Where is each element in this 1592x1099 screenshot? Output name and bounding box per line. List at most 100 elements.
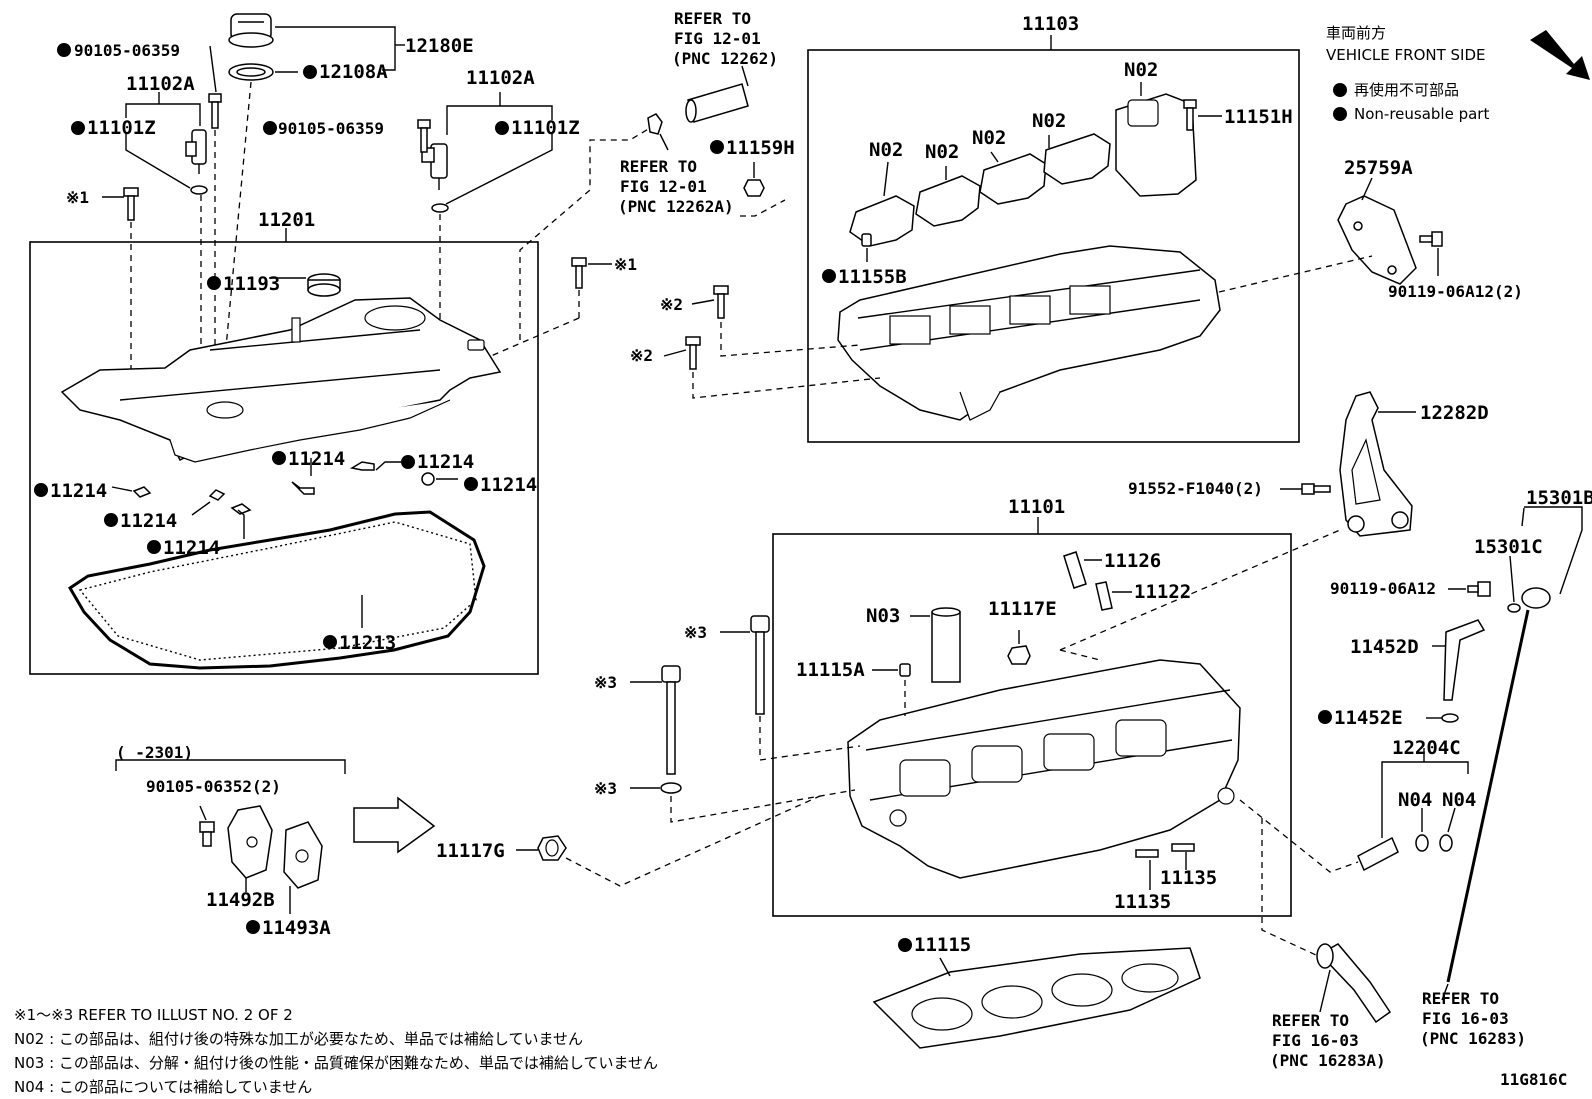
group-box-11103	[807, 49, 1300, 443]
label-refer-16283-c: (PNC 16283)	[1420, 1029, 1526, 1048]
o-ring-11452E	[1441, 713, 1459, 723]
oil-filler-cap	[228, 13, 274, 48]
head-cover-gasket	[67, 510, 486, 670]
label-ref3-short: ※3	[594, 673, 617, 692]
label-ref3-tall: ※3	[684, 623, 707, 642]
label-11117E: 11117E	[988, 598, 1057, 620]
label-90119-06A12-2: 90119-06A12(2)	[1388, 282, 1523, 301]
head-gasket-11115	[872, 947, 1201, 1049]
nonreusable-markers	[34, 43, 1332, 952]
front-direction-arrow-icon	[1530, 30, 1590, 80]
label-11155B: 11155B	[838, 266, 907, 288]
bolt-91552-F1040	[1301, 483, 1331, 495]
pipe-11122	[1095, 581, 1113, 611]
group-box-11201	[29, 241, 539, 675]
label-15301C: 15301C	[1474, 536, 1543, 558]
label-ref1-right: ※1	[614, 255, 637, 274]
cam-position-sensor-left	[185, 129, 207, 174]
footnote-n04: N04 : この部品については補給していません	[14, 1078, 312, 1096]
bolt-ref2-top	[713, 285, 729, 319]
footnote-n02: N02 : この部品は、組付け後の特殊な加工が必要なため、単品では補給していませ…	[14, 1030, 583, 1048]
label-11115: 11115	[914, 934, 971, 956]
label-11159H: 11159H	[726, 137, 795, 159]
label-refer-12262-b: FIG 12-01	[674, 29, 761, 48]
label-diagram-id: 11G816C	[1500, 1070, 1567, 1089]
label-25759A: 25759A	[1344, 157, 1413, 179]
bolt-90119-06A12-2	[1419, 231, 1443, 247]
label-11101: 11101	[1008, 496, 1065, 518]
bolt-90105-06352	[199, 821, 215, 847]
pipe-11126	[1063, 551, 1087, 589]
label-11102A-right: 11102A	[466, 67, 535, 89]
sleeve-N03	[931, 607, 961, 683]
bracket-25759A	[1337, 195, 1417, 285]
camshaft-housing	[837, 245, 1221, 421]
cylinder-head	[847, 659, 1241, 879]
label-refer-16283A-a: REFER TO	[1272, 1011, 1349, 1030]
label-ref2-bottom: ※2	[630, 346, 653, 365]
arrow-right-icon	[353, 796, 436, 854]
label-N02-c: N02	[972, 127, 1006, 149]
cylinder-head-cover	[60, 297, 502, 463]
label-91552-F1040: 91552-F1040(2)	[1128, 479, 1263, 498]
label-ref3-washer: ※3	[594, 779, 617, 798]
label-11493A: 11493A	[262, 917, 331, 939]
hose-clip-12262A	[647, 113, 663, 135]
footnote-n03: N03 : この部品は、分解・組付け後の性能・品質確保が困難なため、単品では補給…	[14, 1054, 658, 1072]
label-15301B: 15301B	[1526, 487, 1592, 509]
label-ref1-left: ※1	[66, 188, 89, 207]
label-refer-12262-a: REFER TO	[674, 9, 751, 28]
label-11151H: 11151H	[1224, 106, 1293, 128]
label-12108A: 12108A	[319, 61, 388, 83]
label-11452E: 11452E	[1334, 707, 1403, 729]
engine-hanger-12282D	[1339, 391, 1413, 537]
label-refer-16283-b: FIG 16-03	[1422, 1009, 1509, 1028]
label-11126: 11126	[1104, 550, 1161, 572]
label-11214-e: 11214	[120, 510, 177, 532]
label-11101Z-left: 11101Z	[87, 117, 156, 139]
plug-11117G	[537, 835, 567, 861]
label-11122: 11122	[1134, 581, 1191, 603]
legend-front-jp: 車両前方	[1326, 24, 1386, 42]
label-11214-a: 11214	[288, 448, 345, 470]
oil-filler-cap-seal-11193	[307, 273, 341, 297]
label-11103: 11103	[1022, 13, 1079, 35]
label-90105-06352: 90105-06352(2)	[146, 777, 281, 796]
label-N02-e: N02	[1124, 59, 1158, 81]
clamps-11214	[132, 461, 435, 515]
label-N02-b: N02	[925, 141, 959, 163]
camshaft-bearing-caps	[849, 93, 1197, 247]
label-90105-06359-right: 90105-06359	[278, 119, 384, 138]
label-11101Z-right: 11101Z	[511, 117, 580, 139]
label-refer-16283A-b: FIG 16-03	[1272, 1031, 1359, 1050]
label-11117G: 11117G	[436, 840, 505, 862]
bolt-ref2-bottom	[685, 336, 701, 370]
label-refer-12262A-b: FIG 12-01	[620, 177, 707, 196]
gasket-11493A	[283, 821, 323, 889]
label-90105-06359-left: 90105-06359	[74, 41, 180, 60]
label-12282D: 12282D	[1420, 402, 1489, 424]
washer-ref3	[660, 782, 682, 794]
footnote-refer: ※1～※3 REFER TO ILLUST NO. 2 OF 2	[14, 1006, 293, 1024]
label-date-range: ( -2301)	[116, 743, 193, 762]
label-N03: N03	[866, 605, 900, 627]
group-box-11101	[772, 533, 1292, 917]
label-11492B: 11492B	[206, 889, 275, 911]
label-ref2-top: ※2	[660, 295, 683, 314]
bolt-11151H	[1183, 99, 1197, 131]
label-11135-a: 11135	[1160, 867, 1217, 889]
label-11214-d: 11214	[50, 480, 107, 502]
label-refer-12262-c: (PNC 12262)	[672, 49, 778, 68]
legend-front-en: VEHICLE FRONT SIDE	[1326, 46, 1486, 64]
label-11214-c: 11214	[480, 474, 537, 496]
label-11214-f: 11214	[163, 537, 220, 559]
label-11193: 11193	[223, 273, 280, 295]
hose-16283A	[1316, 943, 1392, 1024]
head-bolt-ref3-short	[661, 665, 681, 775]
label-N04-a: N04	[1398, 789, 1432, 811]
bolt-ref1-right	[571, 257, 587, 289]
label-11135-b: 11135	[1114, 891, 1171, 913]
label-refer-12262A-a: REFER TO	[620, 157, 697, 176]
hose-12262	[685, 83, 749, 123]
